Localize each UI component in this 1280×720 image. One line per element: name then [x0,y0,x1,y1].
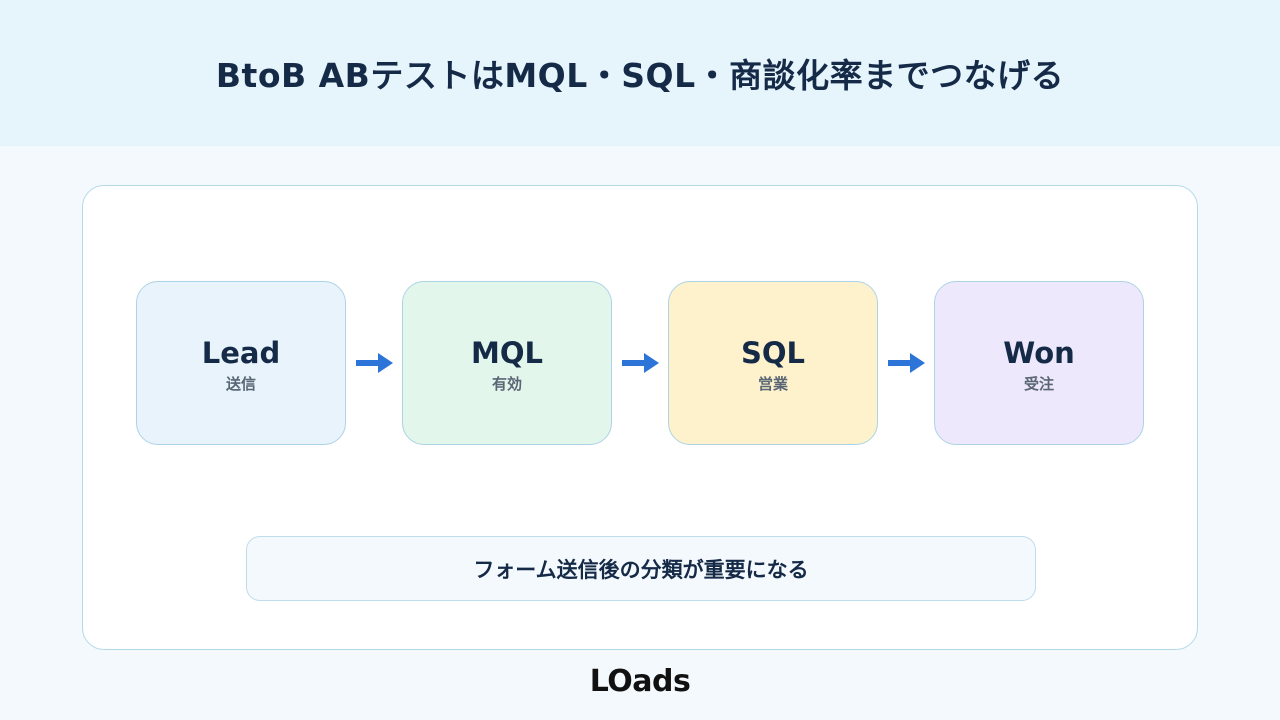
stage-sql: SQL 営業 [668,281,878,445]
note-text: フォーム送信後の分類が重要になる [473,557,809,582]
stage-sub: 受注 [1023,375,1054,394]
arrow-right-icon [356,353,393,373]
funnel-panel: Lead 送信 MQL 有効 SQL 営業 Won 受注 フォーム送信後の分類が… [82,185,1198,650]
stage-sub: 営業 [757,375,788,394]
stage-mql: MQL 有効 [402,281,612,445]
stage-sub: 有効 [491,375,522,394]
page-title: BtoB ABテストはMQL・SQL・商談化率までつなげる [215,56,1065,95]
stage-lead: Lead 送信 [136,281,346,445]
header-banner: BtoB ABテストはMQL・SQL・商談化率までつなげる [0,0,1280,146]
stage-won: Won 受注 [934,281,1144,445]
note-box: フォーム送信後の分類が重要になる [246,536,1036,601]
arrow-right-icon [888,353,925,373]
stage-name: MQL [471,335,543,370]
stage-sub: 送信 [225,375,256,394]
arrow-right-icon [622,353,659,373]
brand-logo: LOads [589,664,691,699]
stage-name: SQL [740,335,806,370]
stage-name: Won [1003,335,1075,370]
stage-name: Lead [201,335,281,370]
